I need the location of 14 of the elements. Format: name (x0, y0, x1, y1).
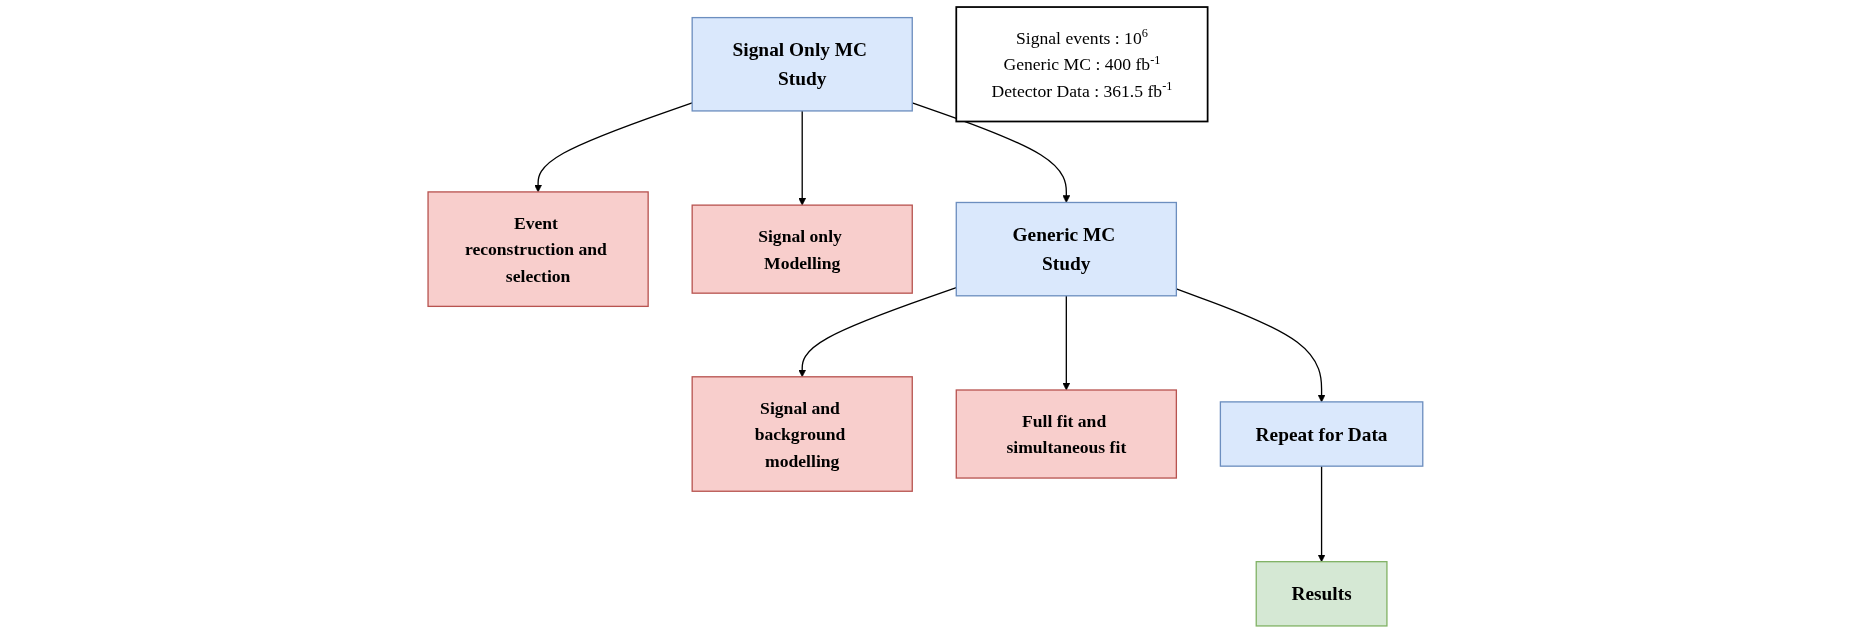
arrow (1062, 295, 1071, 391)
arrow (1317, 465, 1326, 563)
node-box: Generic MC Study (955, 201, 1178, 297)
node-box: Signal Only MC Study (691, 16, 913, 112)
node-box: Repeat for Data (1219, 401, 1424, 467)
arrow (534, 102, 693, 193)
node-box: Signal only Modelling (691, 204, 913, 294)
node-box: Results (1255, 561, 1388, 627)
node-box: Event reconstruction and selection (427, 191, 649, 308)
arrow (798, 287, 957, 378)
arrow (798, 110, 807, 206)
node-box: Full fit and simultaneous fit (955, 389, 1178, 479)
node-box: Signal and background modelling (691, 376, 913, 492)
node-box: Signal events : 10$^{6}$ Generic MC : 400 fb$^{-1}$ Detector Data : 361.5 fb$^{-1}$ (955, 6, 1209, 123)
